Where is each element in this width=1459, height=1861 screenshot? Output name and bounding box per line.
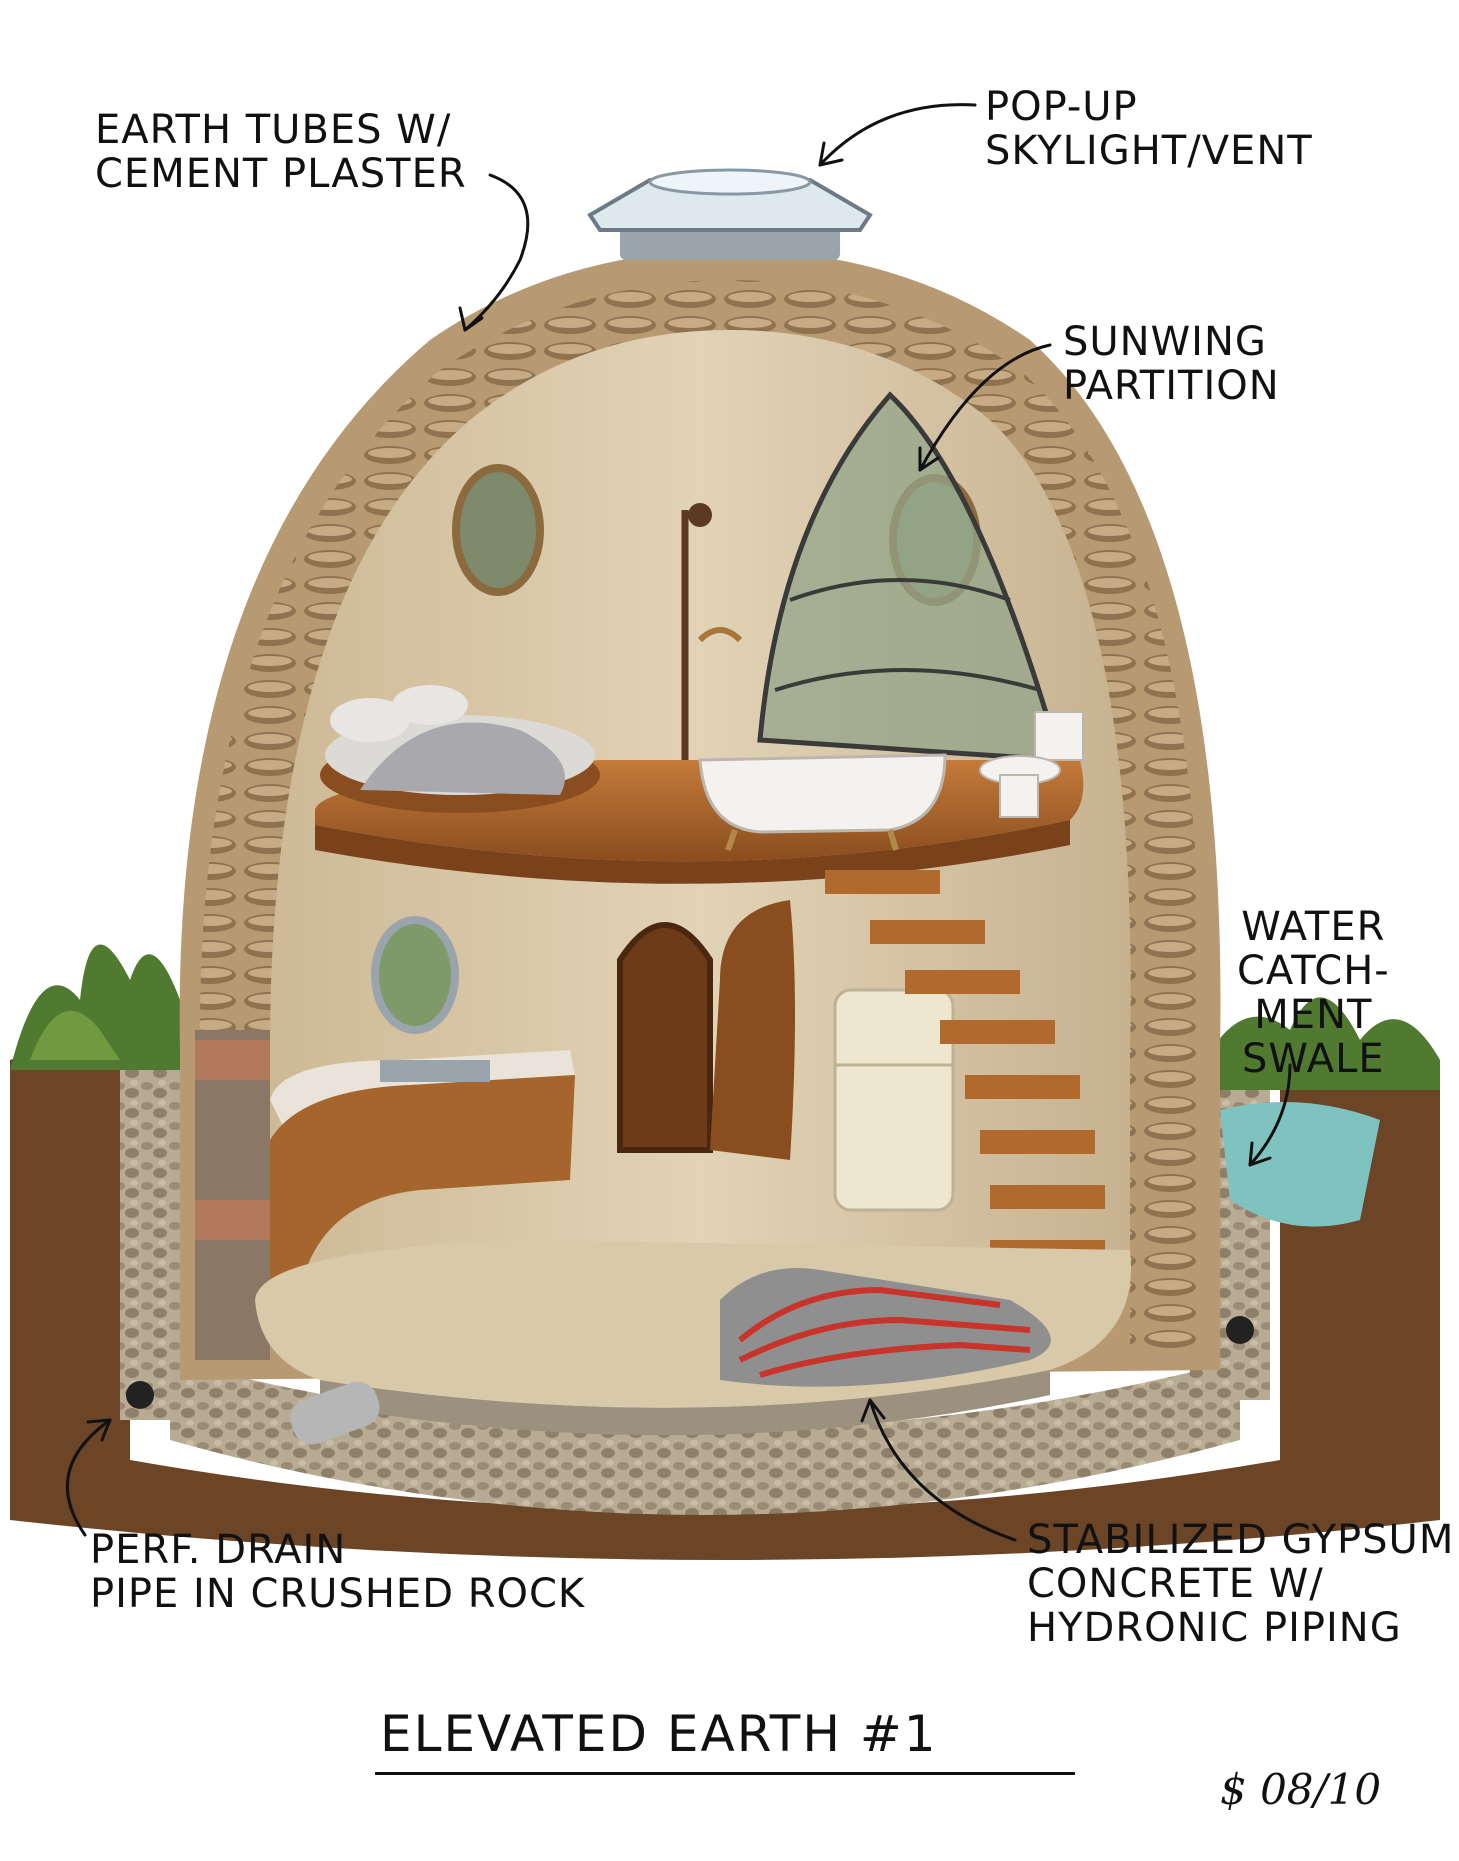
arrow-icon (818, 141, 844, 167)
arrow-icon (1248, 1141, 1272, 1167)
sunwing-partition (757, 391, 1064, 763)
arrow-icon (463, 173, 530, 332)
label-line: CONCRETE W/ (1027, 1561, 1324, 1607)
stair-icon (825, 870, 1105, 1264)
label-line: CEMENT PLASTER (95, 151, 467, 197)
refrigerator-icon (833, 988, 955, 1212)
drain-pipe-icon (126, 1316, 1254, 1445)
title-underline (375, 1772, 1075, 1775)
label-line: PARTITION (1063, 363, 1280, 409)
label-water-swale: WATER CATCH- MENT SWALE (1237, 905, 1390, 1081)
label-skylight: POP-UP SKYLIGHT/VENT (985, 85, 1313, 173)
label-line: STABILIZED GYPSUM (1027, 1517, 1455, 1563)
hydronic-piping-cutaway (720, 1268, 1051, 1387)
arrow-icon (1248, 1063, 1292, 1167)
label-line: EARTH TUBES W/ (95, 107, 452, 153)
grass-left (10, 944, 180, 1070)
arrow-icon (860, 1398, 886, 1423)
label-line: MENT (1254, 992, 1373, 1038)
kitchen-counter-icon (270, 1050, 575, 1290)
diagram-title: ELEVATED EARTH #1 (380, 1705, 938, 1763)
grass-right (1200, 997, 1440, 1090)
label-line: PERF. DRAIN (90, 1527, 347, 1573)
water-catchment-swale (1220, 1102, 1380, 1227)
arrow-icon (818, 103, 977, 167)
label-slab: STABILIZED GYPSUM CONCRETE W/ HYDRONIC P… (1027, 1518, 1454, 1650)
arrow-icon (918, 343, 1052, 472)
label-line: SKYLIGHT/VENT (985, 128, 1313, 174)
label-line: CATCH- (1237, 948, 1390, 994)
label-line: POP-UP (985, 84, 1138, 130)
label-line: SUNWING (1063, 319, 1267, 365)
bathtub-icon (698, 753, 947, 851)
label-sunwing: SUNWING PARTITION (1063, 320, 1280, 408)
skylight-icon (587, 168, 873, 260)
label-line: HYDRONIC PIPING (1027, 1605, 1402, 1651)
label-line: PIPE IN CRUSHED ROCK (90, 1571, 586, 1617)
door-icon (617, 900, 795, 1160)
arrow-icon (65, 1418, 112, 1537)
arrow-icon (86, 1418, 112, 1442)
callout-arrows (65, 103, 1292, 1542)
shower-icon (681, 503, 743, 760)
artist-signature: $ 08/10 (1220, 1765, 1382, 1814)
label-earth-tubes: EARTH TUBES W/ CEMENT PLASTER (95, 108, 467, 196)
toilet-icon (979, 711, 1084, 818)
arrow-icon (458, 306, 484, 332)
bed-icon (320, 685, 600, 813)
label-line: SWALE (1242, 1036, 1385, 1082)
arrow-icon (868, 1398, 1017, 1542)
crushed-rock-bed (170, 1360, 1240, 1515)
label-line: WATER (1241, 904, 1386, 950)
arrow-icon (918, 446, 940, 472)
label-drain: PERF. DRAIN PIPE IN CRUSHED ROCK (90, 1528, 585, 1616)
